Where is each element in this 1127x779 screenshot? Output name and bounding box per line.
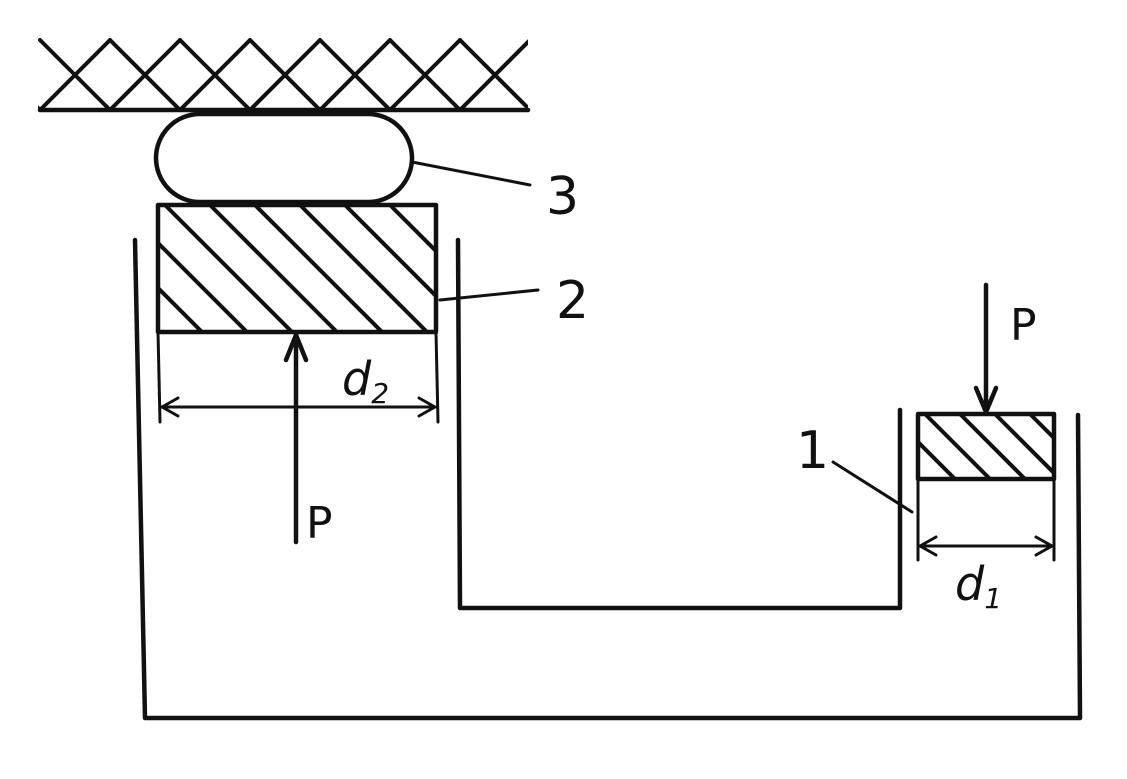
label-d1-sub: 1 [984,582,1002,615]
small-piston-hatching [918,414,1054,479]
label-force-top: P [1010,300,1037,351]
label-d1: d1 [955,557,1002,615]
leader-line-part1 [831,460,914,514]
vessel-outer-wall [132,237,1083,721]
label-d1-main: d [955,557,985,611]
dimension-d2 [156,330,440,424]
label-part2: 2 [556,271,589,331]
dimension-d1 [916,477,1056,562]
large-piston-hatching [158,205,436,332]
label-force-bottom: P [306,498,333,549]
vessel-inner-wall [455,237,903,611]
pressed-body [153,111,415,205]
small-piston-body [915,411,1057,482]
leader-line-part2 [438,288,540,302]
large-piston-body [155,202,439,335]
label-d2-sub: 2 [371,377,389,410]
leader-line-part3 [410,160,532,187]
label-d2-main: d [342,352,372,406]
label-part3: 3 [546,167,579,227]
force-arrow-up [283,332,309,545]
fixed-support [37,38,531,113]
large-piston [155,202,439,335]
small-piston [915,411,1057,482]
force-arrow-down [973,282,999,415]
label-d2: d2 [342,352,389,410]
label-part1: 1 [796,421,829,481]
support-crosshatch [38,38,528,110]
